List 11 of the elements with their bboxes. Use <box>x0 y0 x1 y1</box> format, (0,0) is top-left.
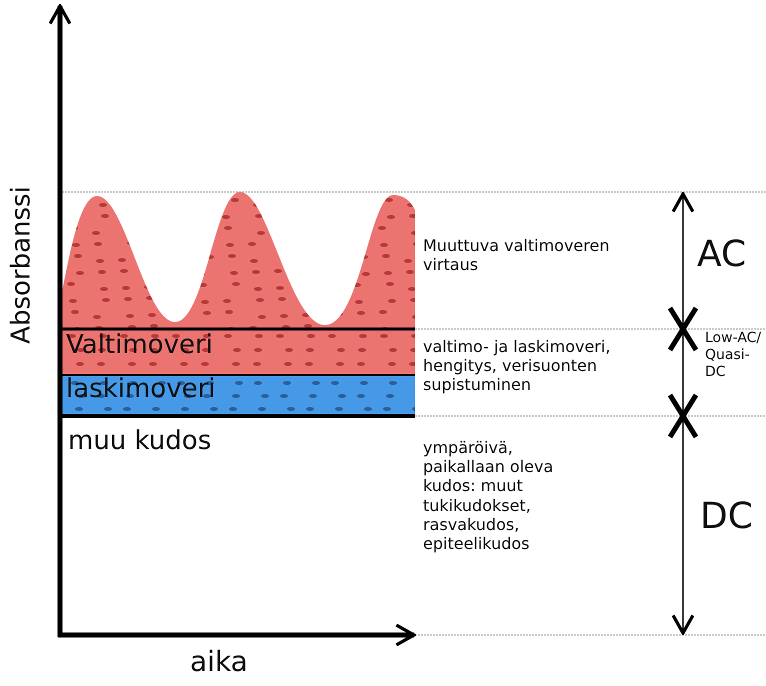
layer-label: laskimoveri <box>66 374 217 406</box>
layer-label: muu kudos <box>68 426 212 458</box>
axis-title: aika <box>190 645 249 679</box>
description-text: valtimo- ja laskimoveri, hengitys, verisuonten supistuminen <box>423 337 612 395</box>
description-text: Muuttuva valtimoveren virtaus <box>423 236 610 274</box>
component-label: AC <box>697 233 748 276</box>
component-label: DC <box>700 495 754 538</box>
description-text: ympäröivä, paikallaan oleva kudos: muut tukikudokset, rasvakudos, epiteelikudos <box>423 438 554 554</box>
component-label: Low-AC/ Quasi-DC <box>705 330 762 380</box>
layer-label: Valtimoveri <box>66 330 214 362</box>
axis-title: Absorbanssi <box>6 186 38 344</box>
